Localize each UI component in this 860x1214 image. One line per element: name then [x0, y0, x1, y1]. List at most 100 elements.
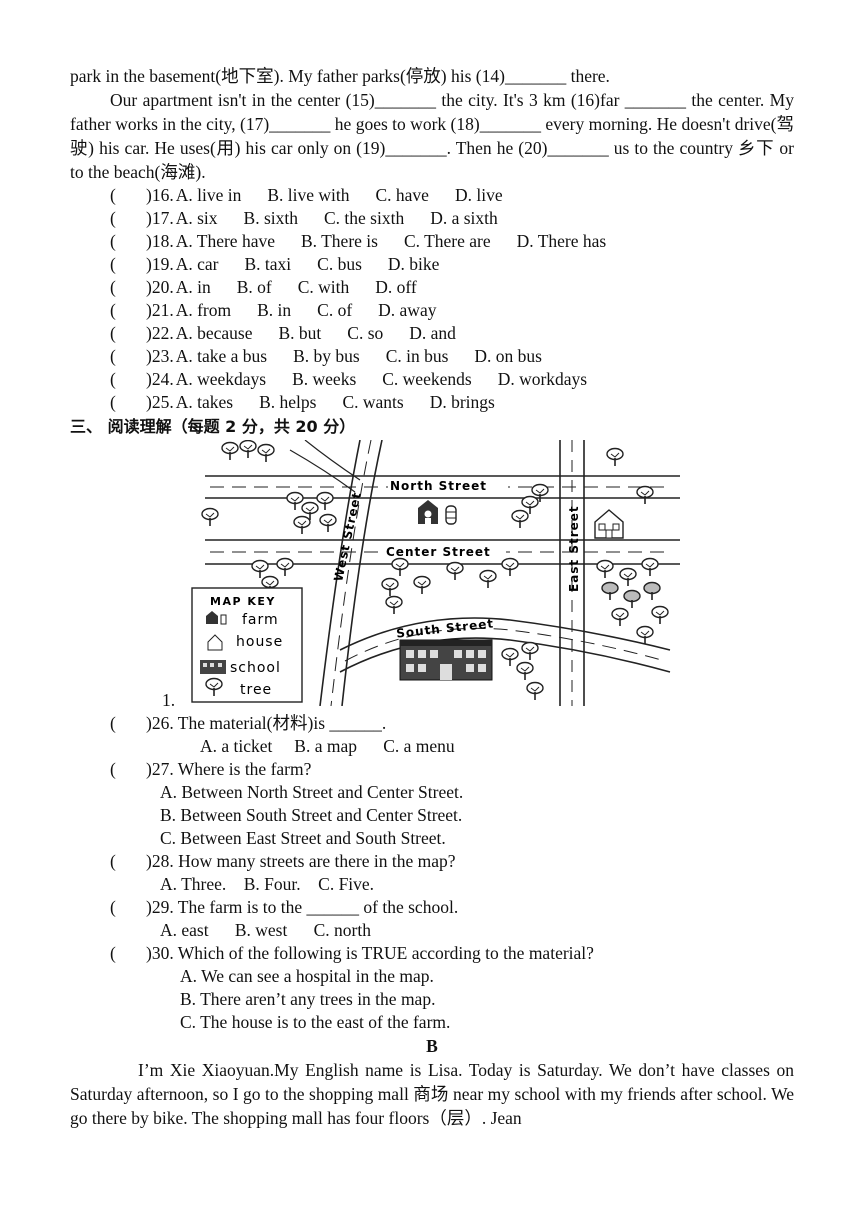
map-figure: 1.: [70, 440, 794, 712]
answer-option: A. There have: [175, 231, 275, 251]
east-street: [559, 440, 585, 706]
answer-bracket[interactable]: (: [110, 943, 116, 963]
question-number: )22.: [146, 323, 174, 343]
answer-bracket[interactable]: (: [110, 346, 116, 366]
reading-question-list: ()26. The material(材料)is ______.A. a tic…: [70, 712, 794, 1034]
answer-option: D. There has: [516, 231, 607, 251]
answer-option: B. There aren’t any trees in the map.: [180, 989, 436, 1009]
north-street-label: North Street: [390, 479, 487, 493]
answer-option: A. take a bus: [175, 346, 268, 366]
answer-option: B. by bus: [293, 346, 360, 366]
answer-bracket[interactable]: (: [110, 254, 116, 274]
street-map: North Street Center Street South Street …: [190, 440, 680, 706]
question-stem: )27. Where is the farm?: [146, 759, 312, 779]
question-number: )19.: [146, 254, 174, 274]
answer-option: D. on bus: [474, 346, 542, 366]
answer-option: B. There is: [301, 231, 378, 251]
answer-option: D. workdays: [497, 369, 588, 389]
answer-option: A. weekdays: [175, 369, 267, 389]
answer-bracket[interactable]: (: [110, 759, 116, 779]
answer-option: D. off: [375, 277, 417, 297]
passage-b-title: B: [426, 1036, 438, 1056]
answer-option: C. There are: [403, 231, 491, 251]
answer-option: C. with: [297, 277, 350, 297]
south-street: [339, 617, 671, 673]
map-key-farm: farm: [242, 612, 279, 628]
answer-bracket[interactable]: (: [110, 300, 116, 320]
answer-option: C. wants: [342, 392, 404, 412]
answer-options: A. east B. west C. north: [160, 920, 371, 940]
answer-option: A. six: [175, 208, 218, 228]
answer-option: C. the sixth: [323, 208, 405, 228]
reading-question: ( )30. Which of the following is TRUE acc…: [70, 942, 794, 965]
question-number: )16.: [146, 185, 174, 205]
answer-bracket[interactable]: (: [110, 897, 116, 917]
answer-option: C. weekends: [382, 369, 472, 389]
answer-option: B. but: [278, 323, 322, 343]
answer-option: B. in: [257, 300, 292, 320]
answer-option: B. sixth: [243, 208, 298, 228]
answer-bracket[interactable]: (: [110, 713, 116, 733]
west-street: [289, 440, 383, 706]
answer-bracket[interactable]: (: [110, 208, 116, 228]
answer-option: A. car: [175, 254, 219, 274]
map-number: 1.: [162, 690, 176, 710]
answer-option: B. helps: [259, 392, 317, 412]
answer-option: D. brings: [429, 392, 495, 412]
answer-option: D. a sixth: [430, 208, 498, 228]
answer-bracket[interactable]: (: [110, 231, 116, 251]
answer-option: B. weeks: [292, 369, 357, 389]
question-number: )18.: [146, 231, 174, 251]
map-key-house: house: [236, 634, 283, 650]
cloze-question: ( )22.A. because B. but C. so D. and: [70, 322, 794, 345]
answer-options: A. a ticket B. a map C. a menu: [200, 736, 455, 756]
answer-option: B. taxi: [244, 254, 292, 274]
center-street-label: Center Street: [386, 545, 491, 559]
answer-option: C. so: [347, 323, 384, 343]
answer-bracket[interactable]: (: [110, 277, 116, 297]
school-icon: [399, 639, 493, 681]
question-stem: )30. Which of the following is TRUE acco…: [146, 943, 594, 963]
map-key-title: MAP KEY: [210, 595, 276, 608]
answer-bracket[interactable]: (: [110, 369, 116, 389]
question-number: )21.: [146, 300, 174, 320]
question-number: )23.: [146, 346, 174, 366]
answer-option: B. of: [236, 277, 272, 297]
section-3-title: 三、 阅读理解（每题 2 分，共 20 分）: [70, 417, 356, 436]
answer-option: B. Between South Street and Center Stree…: [160, 805, 463, 825]
cloze-text-paragraph-2: Our apartment isn't in the center (15)__…: [70, 90, 794, 182]
cloze-question: ( )23.A. take a bus B. by bus C. in bus D. o…: [70, 345, 794, 368]
answer-option: D. and: [409, 323, 456, 343]
passage-b-text: I’m Xie Xiaoyuan.My English name is Lisa…: [70, 1060, 794, 1128]
answer-option: A. Between North Street and Center Stree…: [160, 782, 464, 802]
reading-question: ( )27. Where is the farm?: [70, 758, 794, 781]
answer-option: C. in bus: [385, 346, 449, 366]
cloze-question: ( )18.A. There have B. There is C. There ar…: [70, 230, 794, 253]
question-number: )20.: [146, 277, 174, 297]
map-key-tree: tree: [240, 682, 272, 698]
answer-bracket[interactable]: (: [110, 323, 116, 343]
answer-bracket[interactable]: (: [110, 392, 116, 412]
reading-question: ()28. How many streets are there in the …: [70, 850, 794, 873]
question-stem: )29. The farm is to the ______ of the sc…: [146, 897, 459, 917]
reading-question: ( )29. The farm is to the ______ of the s…: [70, 896, 794, 919]
map-key-school: school: [230, 660, 281, 676]
answer-option: C. bus: [317, 254, 362, 274]
worksheet-page: park in the basement(地下室). My father par…: [70, 64, 794, 1130]
answer-option: D. live: [454, 185, 503, 205]
answer-bracket[interactable]: (: [110, 851, 116, 871]
question-number: )24.: [146, 369, 174, 389]
answer-bracket[interactable]: (: [110, 185, 116, 205]
cloze-text-line-1: park in the basement(地下室). My father par…: [70, 66, 610, 86]
answer-option: A. because: [175, 323, 253, 343]
answer-option: A. takes: [175, 392, 234, 412]
answer-option: C. The house is to the east of the farm.: [180, 1012, 451, 1032]
answer-option: C. Between East Street and South Street.: [160, 828, 446, 848]
